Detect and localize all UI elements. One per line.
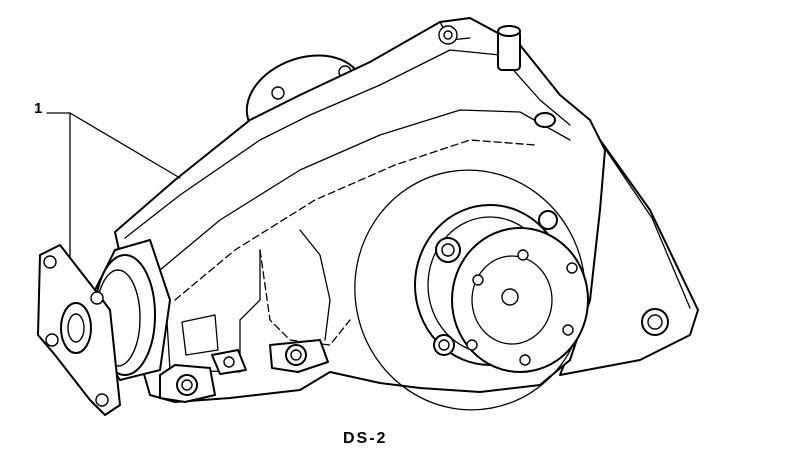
callout-leader-lines: [46, 112, 181, 259]
side-output-flange: [451, 227, 589, 373]
diagram-code-label: DS-2: [343, 430, 388, 447]
flange-bolt-hole: [43, 255, 57, 269]
callout-number: 1: [34, 100, 43, 117]
bottom-mounting-feet: [159, 339, 329, 403]
rear-mounting-bracket: [559, 139, 699, 376]
breather-vent-pipe: [497, 25, 556, 128]
pinion-input-flange: [37, 239, 171, 416]
